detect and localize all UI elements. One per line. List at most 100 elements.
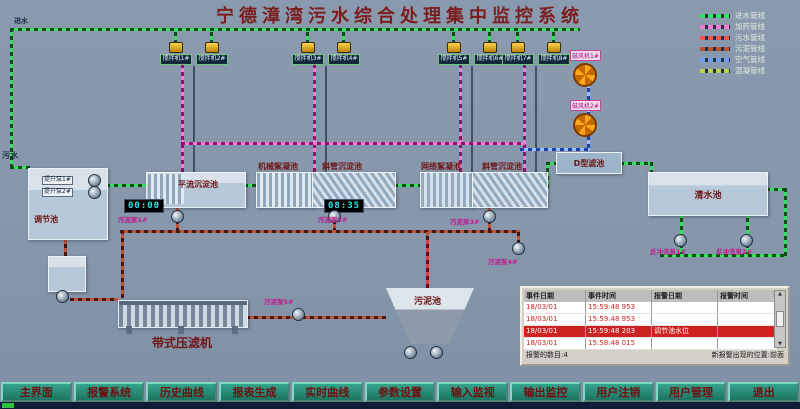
sludge-pump-3-label: 污泥泵3# <box>450 218 480 226</box>
mixer-label: 搅拌机7# <box>501 54 535 65</box>
legend-swatch-sewage <box>700 35 730 40</box>
alarm-cell <box>652 302 718 313</box>
pipe-mixer-drop-3 <box>306 31 309 44</box>
legend-row: 空气管线 <box>700 54 765 65</box>
sludge-pump-5-icon[interactable] <box>292 308 305 321</box>
tank-horizontal-sed-label: 平流沉淀池 <box>178 180 218 189</box>
nav-input-monitor-button[interactable]: 输入监视 <box>437 382 509 402</box>
backwash-pump-2-icon[interactable] <box>740 234 753 247</box>
nav-realtime-curve-button[interactable]: 实时曲线 <box>291 382 363 402</box>
alarm-row[interactable]: 18/03/01 15:58:48 015 <box>524 338 778 350</box>
alarm-count: 报警的数目:4 <box>526 351 568 359</box>
start-button-icon[interactable] <box>2 403 14 408</box>
pipe-clear-right <box>766 188 786 191</box>
timer-1: 00:00 <box>124 199 165 213</box>
alarm-header: 报警日期 <box>652 290 718 302</box>
nav-parameter-button[interactable]: 参数设置 <box>364 382 436 402</box>
legend-row: 混凝管线 <box>700 65 765 76</box>
alarm-scrollbar[interactable]: ▲ ▼ <box>774 290 786 348</box>
mixer-motor-icon[interactable] <box>169 42 183 53</box>
mixer-shaft <box>325 66 327 172</box>
nav-report-button[interactable]: 报表生成 <box>219 382 290 402</box>
mixer-motor-icon[interactable] <box>301 42 315 53</box>
alarm-header: 事件日期 <box>524 290 586 302</box>
nav-history-curve-button[interactable]: 历史曲线 <box>146 382 218 402</box>
mixer-group-1: 搅拌机1# <box>158 42 194 65</box>
alarm-row[interactable]: 18/03/01 15:59:48 953 <box>524 302 778 314</box>
alarm-footer: 报警的数目:4 新报警出现的位置:前面 <box>526 350 784 360</box>
mixer-label: 搅拌机4# <box>327 54 361 65</box>
mixer-group-8: 搅拌机8# <box>536 42 572 65</box>
pipe-reg-drain <box>64 238 67 256</box>
mixer-motor-icon[interactable] <box>483 42 497 53</box>
nav-exit-button[interactable]: 退出 <box>728 382 800 402</box>
mixer-motor-icon[interactable] <box>337 42 351 53</box>
sludge-pump-5-label: 污泥泵5# <box>264 298 294 306</box>
pipe-sludge-main <box>120 230 520 233</box>
pipe-dosing-1 <box>181 60 184 172</box>
legend-label: 进水管线 <box>735 11 765 20</box>
pipe-mixer-drop-8 <box>552 31 555 44</box>
alarm-row[interactable]: 18/03/01 15:59:48 953 <box>524 314 778 326</box>
scroll-down-icon[interactable]: ▼ <box>778 341 782 347</box>
legend-swatch-coag <box>700 68 730 73</box>
legend-row: 污泥管线 <box>700 43 765 54</box>
alarm-cell: 18/03/01 <box>524 338 586 349</box>
blower-fan-icon[interactable] <box>573 63 598 87</box>
sludge-pump-4-label: 污泥泵4# <box>488 258 518 266</box>
legend-swatch-water <box>700 13 730 18</box>
backwash-pump-1-icon[interactable] <box>674 234 687 247</box>
mixer-label: 搅拌机3# <box>291 54 325 65</box>
mixer-shaft <box>535 66 537 172</box>
mixer-motor-icon[interactable] <box>547 42 561 53</box>
mixer-motor-icon[interactable] <box>447 42 461 53</box>
mixer-group-5: 搅拌机5# <box>436 42 472 65</box>
nav-logout-button[interactable]: 用户注销 <box>582 382 654 402</box>
legend-row: 进水管线 <box>700 10 765 21</box>
mixer-motor-icon[interactable] <box>205 42 219 53</box>
pipe-hopper-belt <box>70 298 118 301</box>
belt-leg <box>232 326 238 334</box>
alarm-panel: 事件日期 事件时间 报警日期 报警时间 18/03/01 15:59:48 95… <box>520 286 790 366</box>
sludge-pump-1-icon[interactable] <box>171 210 184 223</box>
mixer-motor-icon[interactable] <box>511 42 525 53</box>
alarm-row[interactable]: 18/03/01 15:59:48 203 调节池水位 <box>524 326 778 338</box>
blower-1-label: 鼓风机1# <box>570 50 601 61</box>
pipe-filter-out <box>620 162 652 165</box>
tank-d-filter-label: D型滤池 <box>573 158 605 168</box>
tank-inclined-sed-2 <box>472 172 548 208</box>
scroll-up-icon[interactable]: ▲ <box>778 291 782 297</box>
sludge-pump-2-icon[interactable] <box>328 210 341 223</box>
pipe-right-edge <box>784 188 787 256</box>
hopper-pump-icon[interactable] <box>56 290 69 303</box>
alarm-cell: 15:59:48 203 <box>586 326 652 337</box>
sludge-tank-pump-icon[interactable] <box>404 346 417 359</box>
tank-clear-water: 清水池 <box>648 172 768 216</box>
mixer-shaft <box>471 66 473 172</box>
alarm-cell: 18/03/01 <box>524 302 586 313</box>
pipe-dosing-header <box>181 142 525 145</box>
sludge-pump-4-icon[interactable] <box>512 242 525 255</box>
pipeline-legend: 进水管线 加药管线 污水管线 污泥管线 空气管线 混凝管线 <box>700 10 765 76</box>
nav-output-monitor-button[interactable]: 输出监控 <box>510 382 581 402</box>
tank-mech-floc-label: 机械絮凝池 <box>258 162 298 171</box>
alarm-cell: 18/03/01 <box>524 326 586 337</box>
lift-pump-2-icon[interactable] <box>88 186 101 199</box>
legend-swatch-air <box>700 57 730 62</box>
nav-main-button[interactable]: 主界面 <box>1 382 72 402</box>
pipe-sludge-pump4 <box>517 232 520 244</box>
sludge-tank-pump-icon[interactable] <box>430 346 443 359</box>
nav-alarm-button[interactable]: 报警系统 <box>73 382 145 402</box>
legend-label: 污水管线 <box>735 33 765 42</box>
mixer-label: 搅拌机2# <box>195 54 229 65</box>
blower-fan-icon[interactable] <box>573 113 598 137</box>
alarm-header: 报警时间 <box>718 290 778 302</box>
pipe-dosing-2 <box>313 60 316 172</box>
scroll-thumb[interactable] <box>776 311 784 327</box>
sludge-pump-3-icon[interactable] <box>483 210 496 223</box>
alarm-cell: 18/03/01 <box>524 314 586 325</box>
nav-user-mgmt-button[interactable]: 用户管理 <box>655 382 727 402</box>
pipe-pump1-down <box>680 246 683 256</box>
legend-label: 空气管线 <box>735 55 765 64</box>
mixer-group-3: 搅拌机3# <box>290 42 326 65</box>
